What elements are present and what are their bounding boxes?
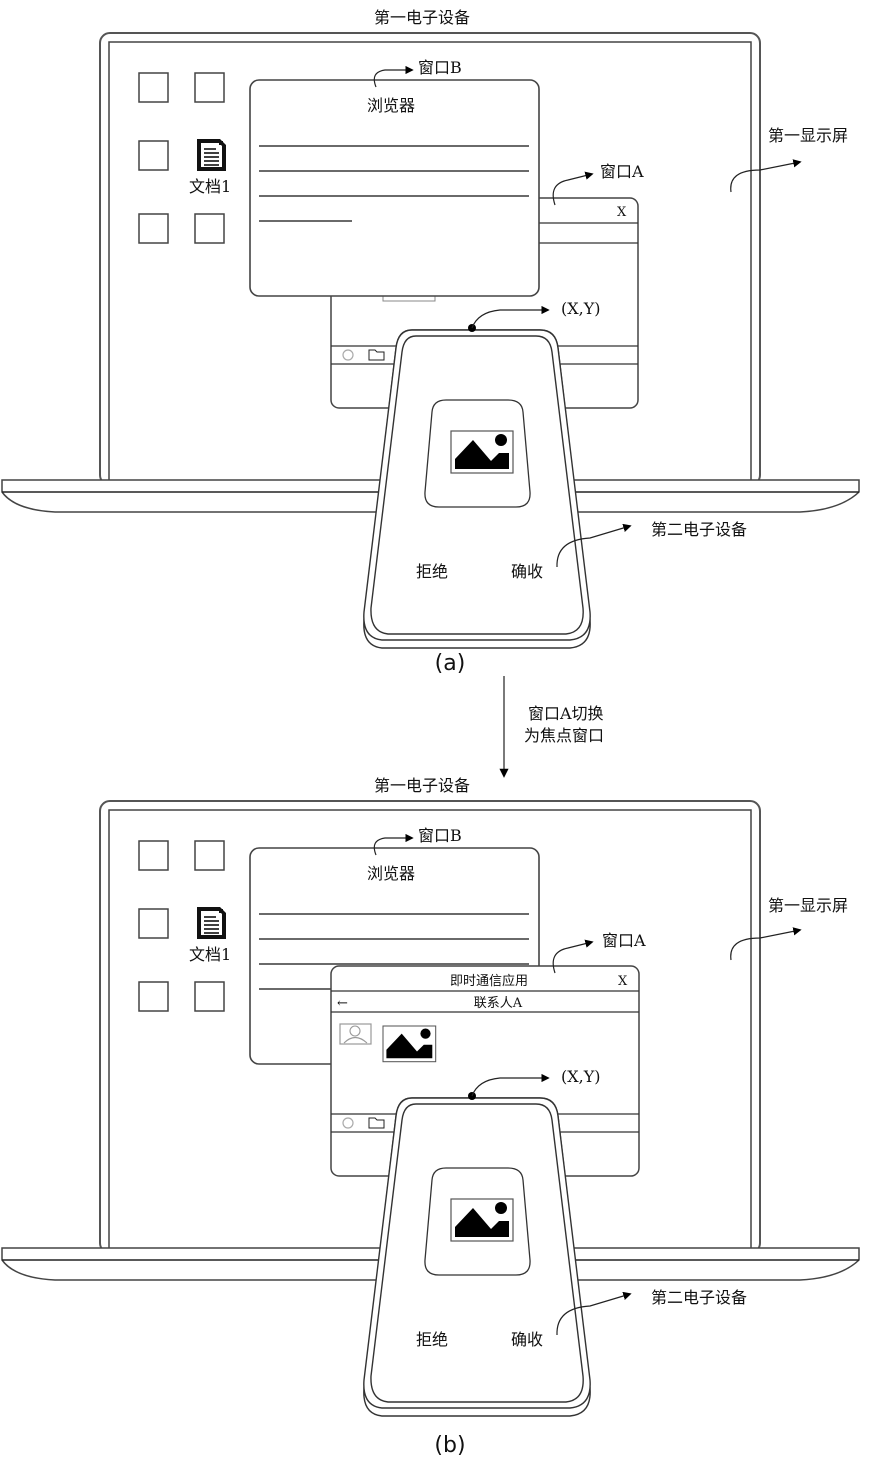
window-b-title: 浏览器 <box>366 864 416 883</box>
window-a-pointer-label: 窗口A <box>600 162 644 181</box>
transition-line2: 为焦点窗口 <box>524 726 605 745</box>
panel-a-caption: (a) <box>434 651 466 676</box>
first-screen-label: 第一显示屏 <box>768 126 849 145</box>
phone-accept-button[interactable]: 确收 <box>511 562 544 581</box>
phone-reject-button[interactable]: 拒绝 <box>416 1330 449 1349</box>
window-a-back-button[interactable]: ← <box>337 996 348 1011</box>
window-b-pointer-label: 窗口B <box>418 826 462 845</box>
transition-line1: 窗口A切换 <box>528 704 604 723</box>
phone-accept-button[interactable]: 确收 <box>511 1330 544 1349</box>
window-b-title: 浏览器 <box>366 96 416 115</box>
coordinate-label: (X,Y) <box>561 299 601 318</box>
window-a-pointer-label: 窗口A <box>602 931 646 950</box>
window-a-close-button[interactable]: X <box>617 205 627 220</box>
desktop-doc-label: 文档1 <box>189 177 232 196</box>
first-device-label: 第一电子设备 <box>373 8 471 27</box>
panel-a <box>2 33 859 648</box>
panel-b <box>2 801 859 1416</box>
first-device-label: 第一电子设备 <box>373 776 471 795</box>
panel-b-caption: (b) <box>434 1433 466 1458</box>
window-b-pointer-label: 窗口B <box>418 58 462 77</box>
first-screen-label: 第一显示屏 <box>768 896 849 915</box>
second-device-label: 第二电子设备 <box>651 520 748 539</box>
window-a-contact-name: 联系人A <box>473 996 523 1011</box>
window-a-app-title: 即时通信应用 <box>449 974 529 989</box>
desktop-doc-label: 文档1 <box>189 945 232 964</box>
window-a-close-button[interactable]: X <box>618 974 628 989</box>
second-device-label: 第二电子设备 <box>651 1288 748 1307</box>
window-b-focused <box>249 65 540 297</box>
phone-reject-button[interactable]: 拒绝 <box>416 562 449 581</box>
coordinate-label: (X,Y) <box>561 1067 601 1086</box>
